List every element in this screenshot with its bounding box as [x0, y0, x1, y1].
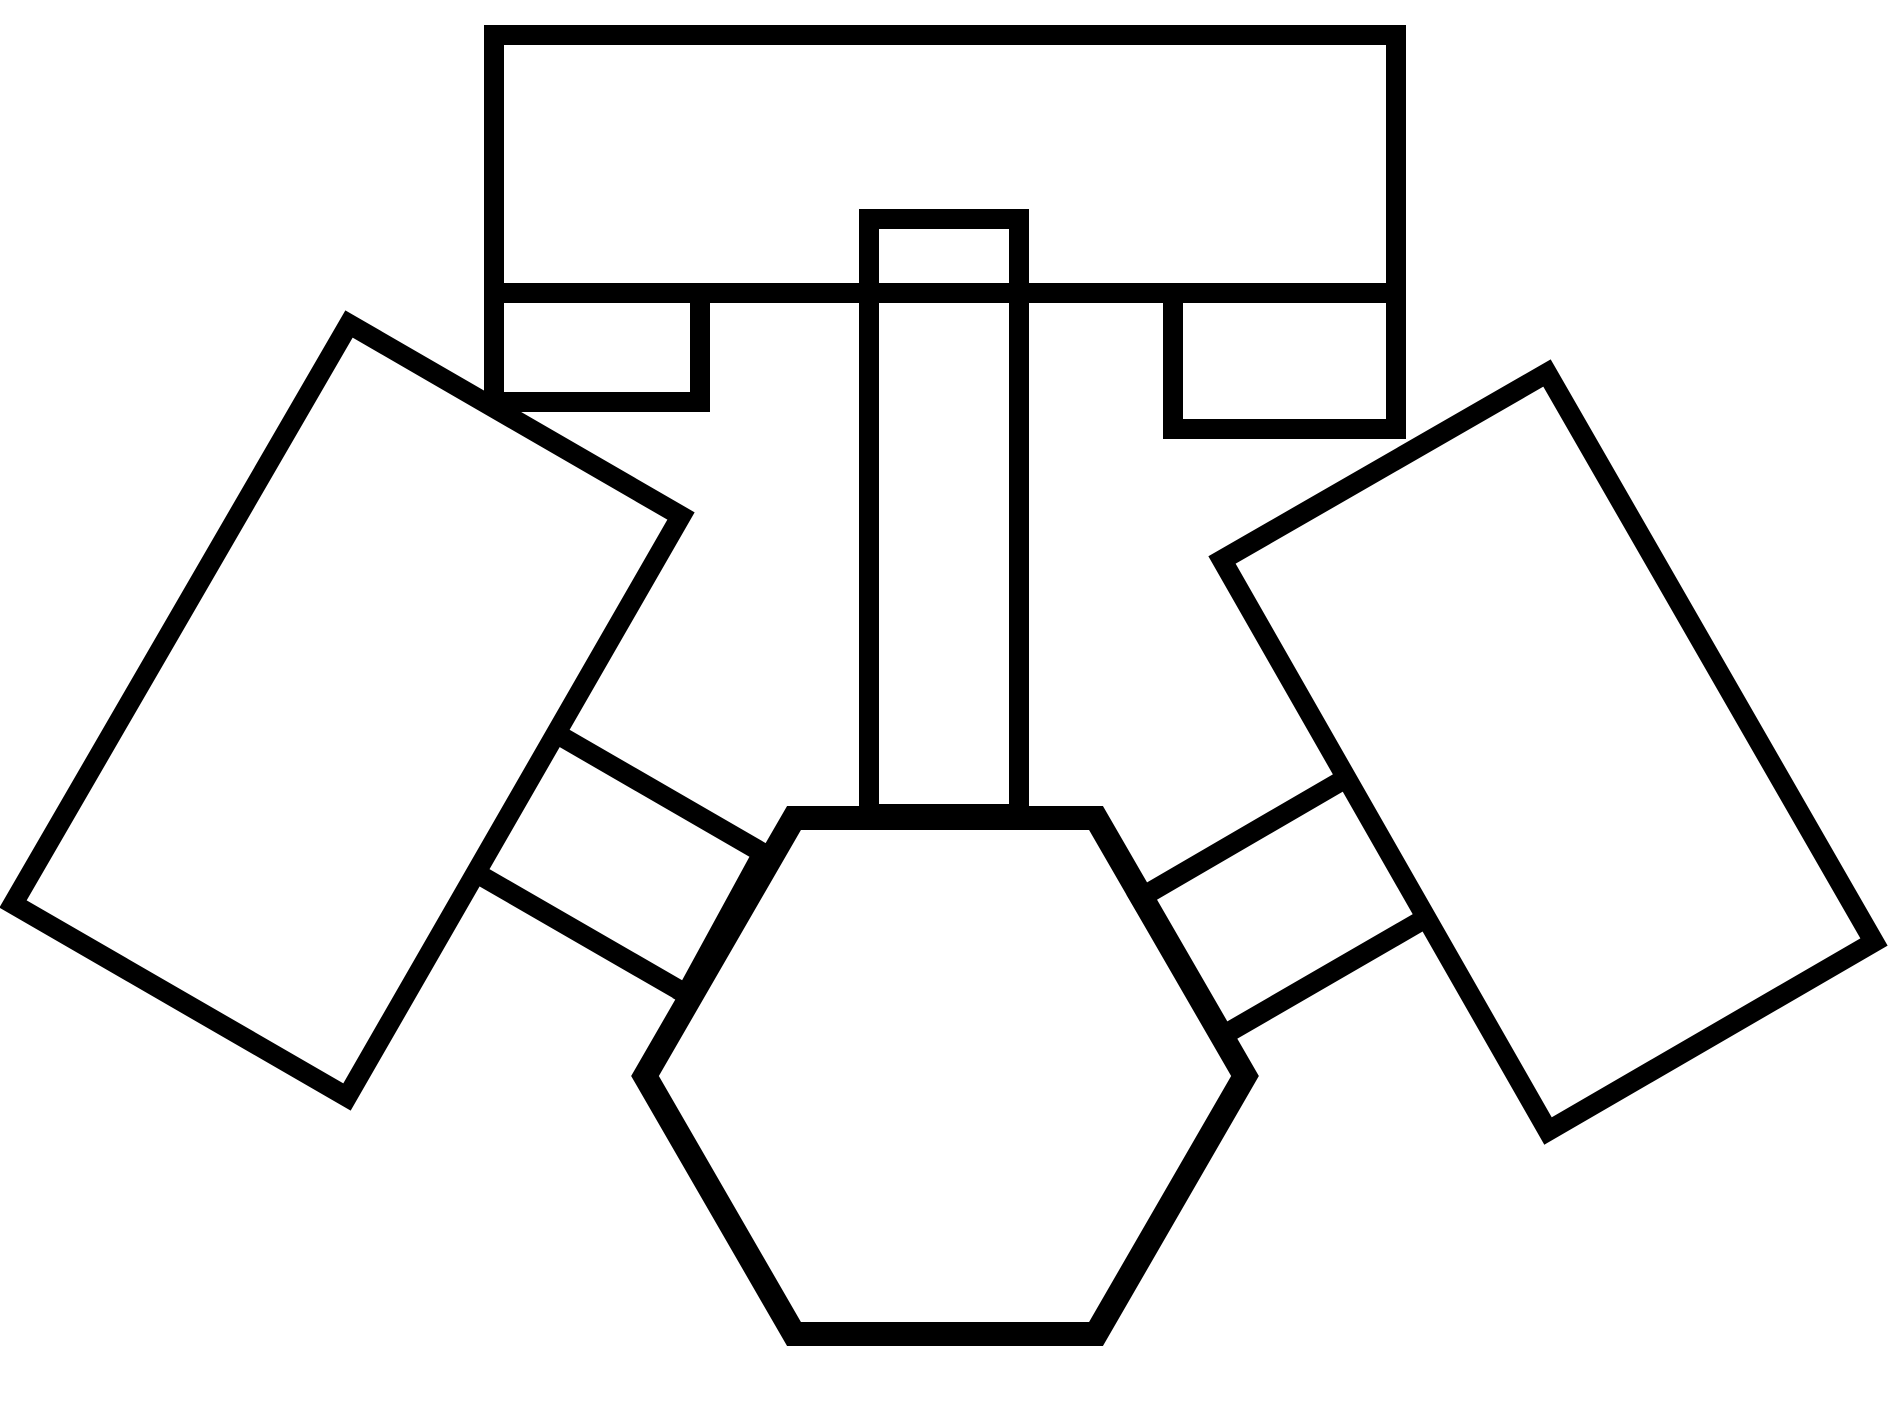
center-shaft [859, 209, 1029, 824]
left-connector [543, 720, 782, 870]
right-rotated-rectangle [1208, 359, 1888, 1145]
top-left-tab [484, 283, 710, 412]
bottom-hexagon [631, 806, 1259, 1346]
right-connector-lower [1208, 904, 1440, 1050]
top-rectangle [484, 25, 1406, 303]
left-connector-lower [464, 860, 700, 1008]
left-rotated-rectangle [0, 310, 695, 1111]
top-right-tab [1163, 283, 1406, 439]
right-connector [1126, 766, 1357, 912]
